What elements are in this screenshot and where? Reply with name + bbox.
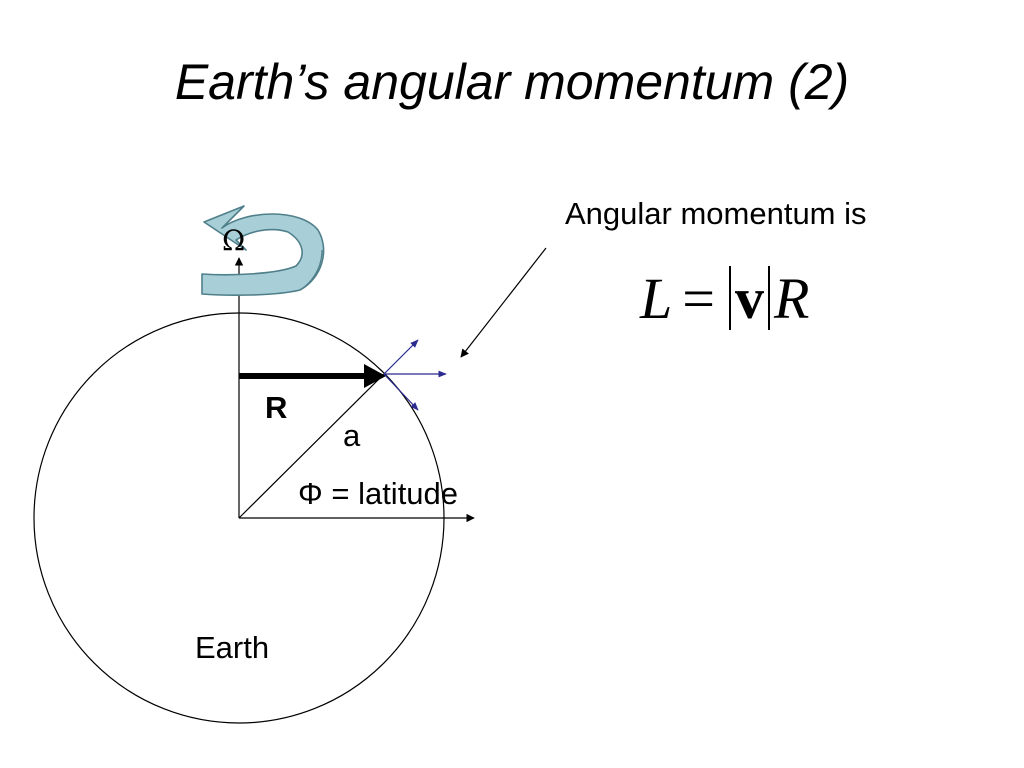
slide-title: Earth’s angular momentum (2) bbox=[174, 54, 850, 110]
angular-momentum-formula: L = v R bbox=[640, 262, 809, 334]
formula-r: R bbox=[773, 265, 810, 331]
omega-label: Ω bbox=[222, 224, 245, 257]
formula-equals: = bbox=[682, 265, 715, 331]
formula-v: v bbox=[734, 265, 764, 331]
pointer-arrow bbox=[460, 247, 547, 358]
formula-l: L bbox=[640, 265, 673, 331]
radius-a-line bbox=[238, 373, 385, 519]
a-label: a bbox=[343, 418, 361, 453]
r-label: R bbox=[265, 390, 287, 425]
local-meridional-vector bbox=[383, 373, 419, 411]
earth-label: Earth bbox=[195, 630, 269, 665]
local-vertical-vector bbox=[383, 339, 419, 375]
latitude-label: Φ = latitude bbox=[298, 476, 458, 511]
formula-abs-bar-right bbox=[767, 266, 770, 330]
formula-abs-bar-left bbox=[728, 266, 731, 330]
r-vector-arrowhead bbox=[364, 364, 386, 388]
rotation-arrow-icon bbox=[201, 205, 325, 296]
angular-momentum-label: Angular momentum is bbox=[565, 196, 867, 231]
